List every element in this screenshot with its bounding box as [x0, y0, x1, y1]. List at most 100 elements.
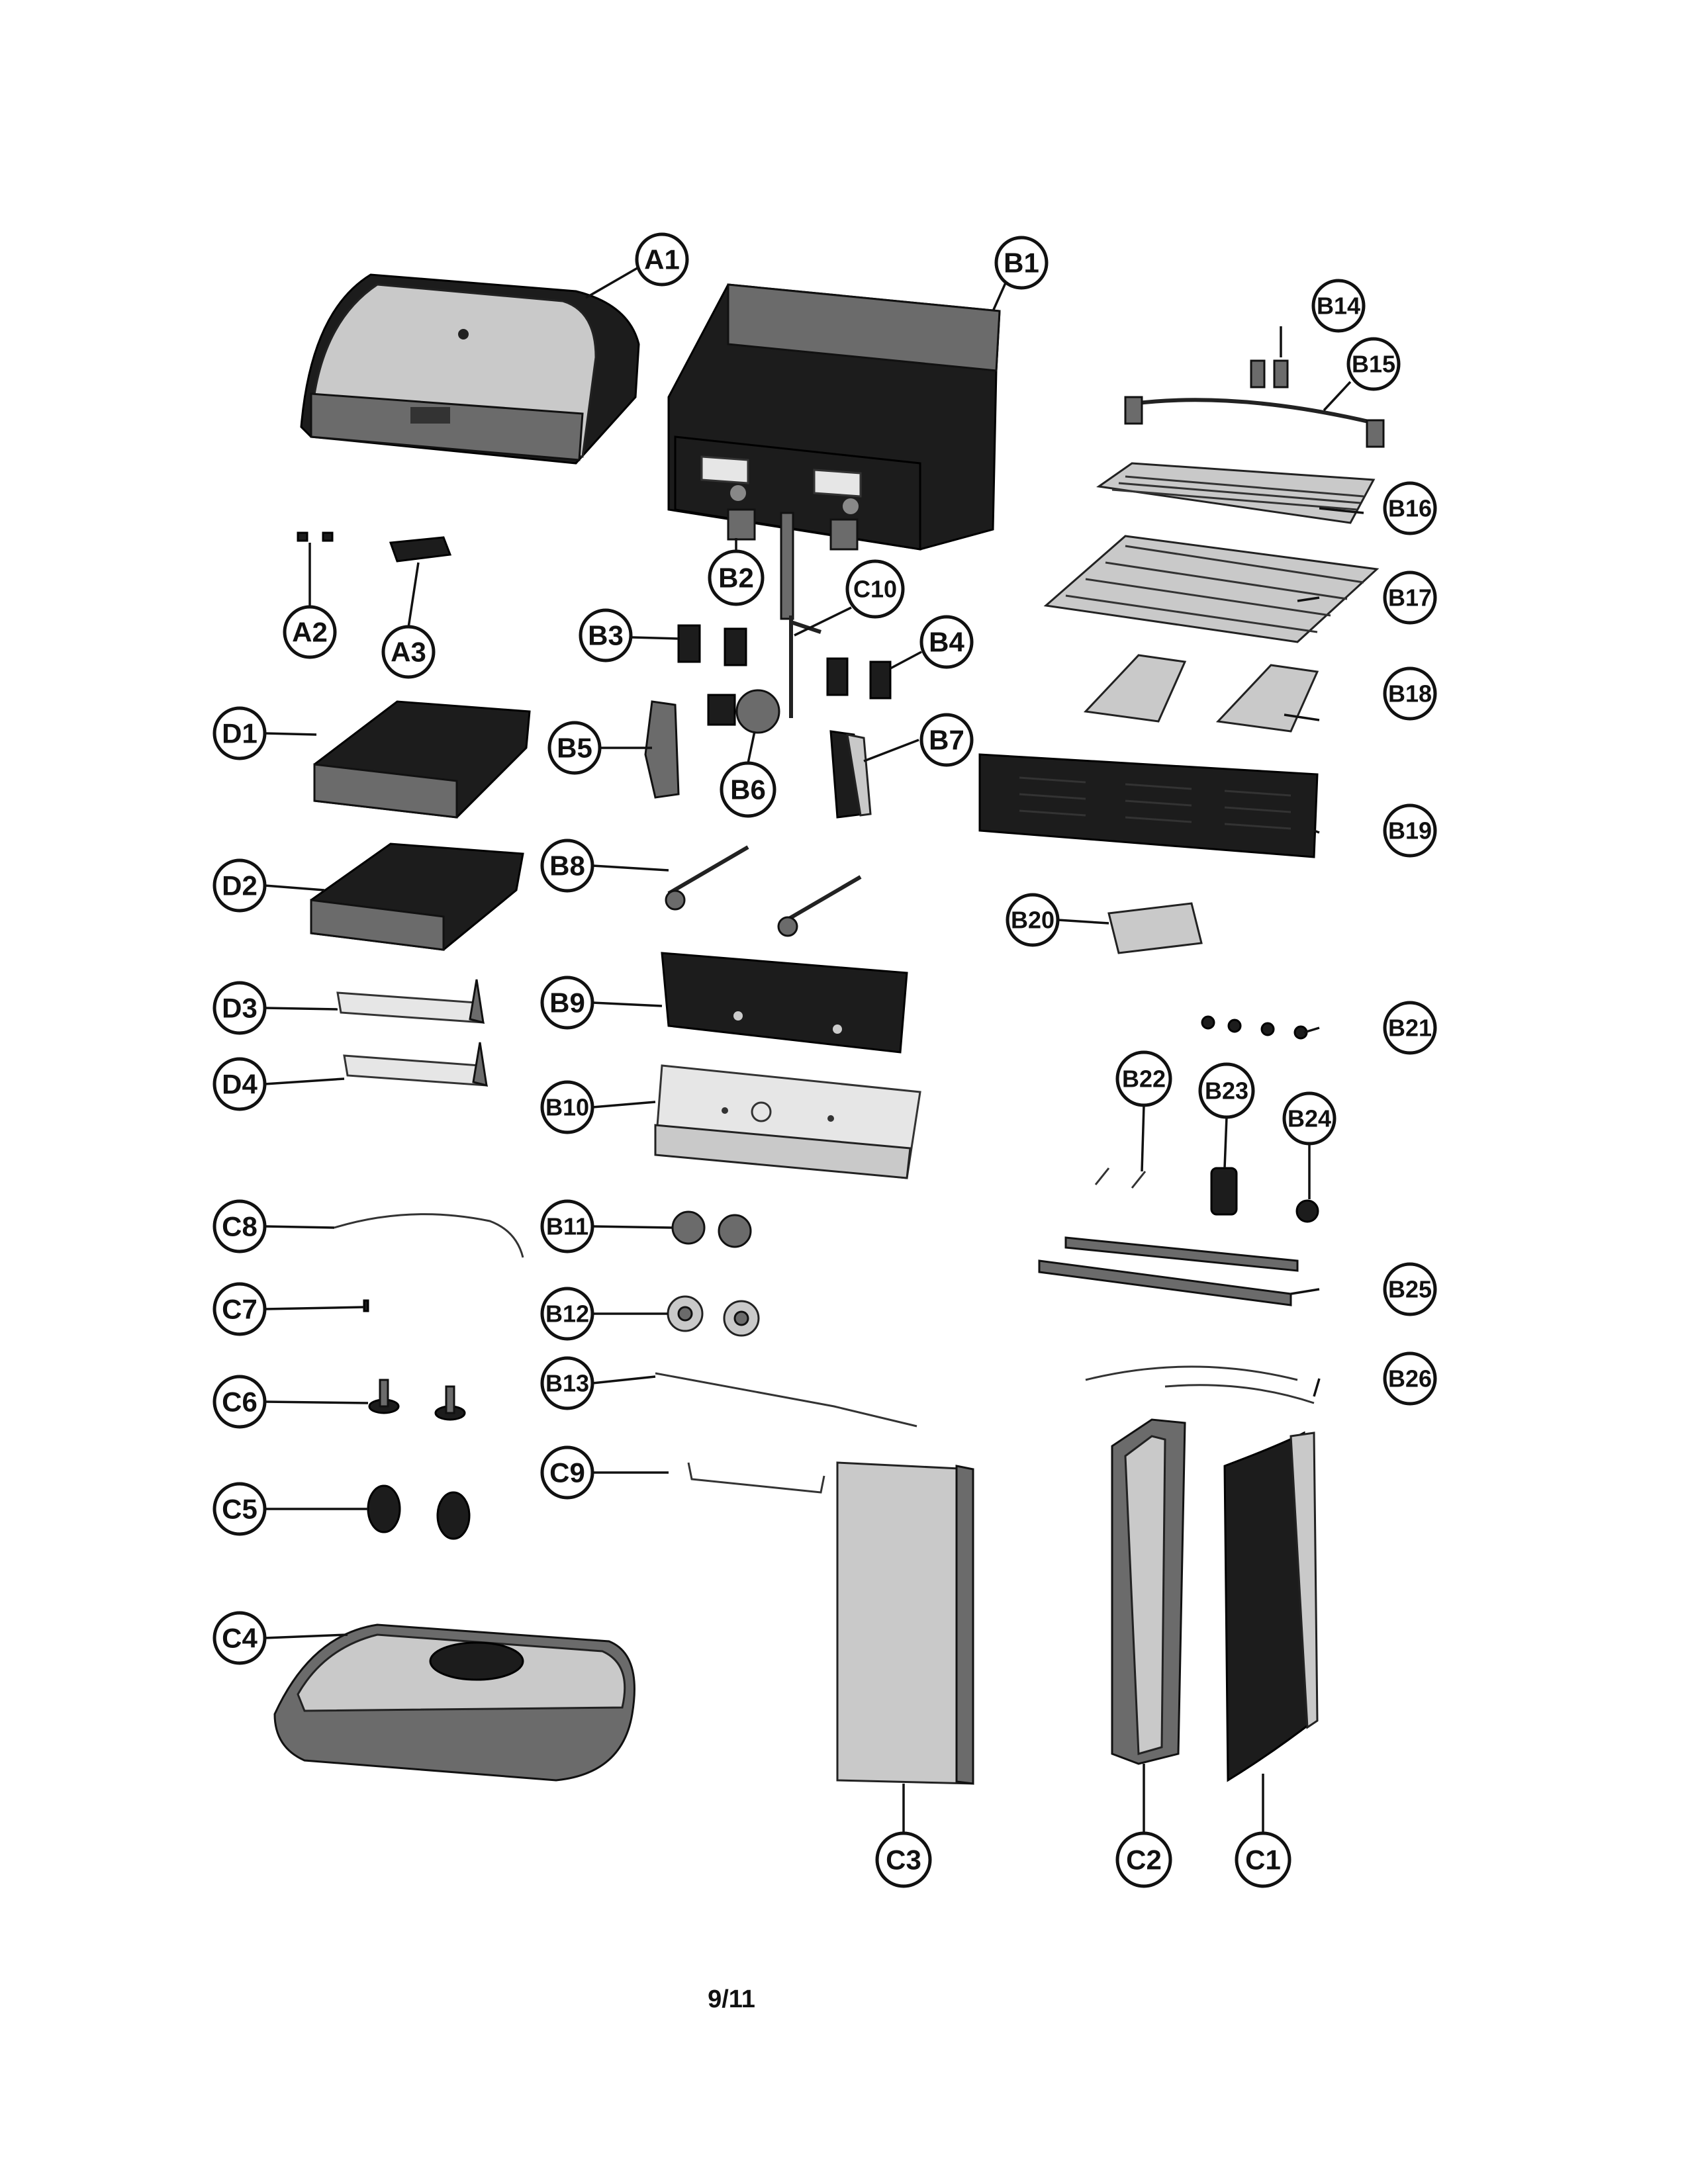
svg-text:B6: B6 [730, 774, 766, 805]
part-panel-c1 [1223, 1431, 1319, 1782]
part-chain-c8 [334, 1213, 524, 1258]
callout-b18: B18 [1383, 666, 1437, 721]
callout-b1: B1 [994, 236, 1049, 290]
svg-text:C6: C6 [222, 1387, 258, 1418]
svg-text:C9: C9 [549, 1457, 585, 1488]
svg-text:B14: B14 [1317, 293, 1360, 320]
callout-b23: B23 [1198, 1062, 1255, 1119]
svg-text:A2: A2 [292, 617, 328, 648]
svg-text:C3: C3 [886, 1844, 921, 1876]
callout-b17: B17 [1383, 570, 1437, 625]
callout-c2: C2 [1115, 1831, 1172, 1888]
svg-text:B9: B9 [549, 987, 585, 1019]
callout-b14: B14 [1311, 279, 1366, 333]
callout-c4: C4 [212, 1611, 267, 1665]
part-bumpers-b21 [1201, 1015, 1308, 1040]
callout-b19: B19 [1383, 803, 1437, 858]
part-grease-tray-b20 [1107, 902, 1203, 954]
callout-b9: B9 [540, 976, 594, 1030]
callout-b15: B15 [1346, 337, 1401, 391]
svg-text:C7: C7 [222, 1294, 258, 1325]
svg-text:B13: B13 [545, 1370, 589, 1397]
svg-text:A1: A1 [644, 244, 680, 275]
callout-b10: B10 [540, 1080, 594, 1134]
part-levelers-c6 [368, 1379, 466, 1421]
part-lid-a1 [300, 273, 640, 465]
svg-text:B3: B3 [588, 620, 624, 651]
part-bracket-b5 [644, 700, 680, 799]
svg-text:C2: C2 [1126, 1844, 1162, 1876]
part-control-panel-b10 [654, 1064, 921, 1179]
part-wheels-c5 [367, 1484, 471, 1540]
svg-text:B8: B8 [549, 850, 585, 882]
svg-text:B20: B20 [1011, 907, 1055, 934]
leader-lines [264, 262, 1364, 1833]
svg-text:C10: C10 [853, 576, 897, 603]
part-valve-b2 [727, 508, 859, 551]
svg-text:D3: D3 [222, 993, 258, 1024]
svg-text:B10: B10 [545, 1094, 589, 1121]
part-trim-d3 [336, 979, 485, 1024]
part-knobs-b11 [671, 1210, 752, 1248]
svg-text:B18: B18 [1388, 680, 1432, 707]
callout-c10: C10 [845, 559, 905, 619]
part-side-shelf-d2 [310, 842, 524, 951]
part-panel-b9 [661, 952, 908, 1054]
part-wire-b26 [1085, 1365, 1315, 1404]
part-burners-b8 [665, 845, 862, 937]
part-base-c4 [273, 1623, 635, 1782]
part-firebox-b1 [667, 283, 1001, 620]
callout-b11: B11 [540, 1199, 594, 1253]
callout-c9: C9 [540, 1445, 594, 1500]
svg-text:B11: B11 [546, 1213, 588, 1240]
part-screws-a2 [297, 531, 334, 542]
page-number: 9/11 [708, 1985, 755, 2013]
callout-a1: A1 [635, 232, 689, 287]
part-hose-c10 [789, 615, 821, 718]
svg-text:B23: B23 [1205, 1077, 1248, 1105]
callout-d2: D2 [212, 858, 267, 913]
svg-text:B17: B17 [1388, 584, 1432, 612]
part-bezels-b12 [667, 1295, 760, 1337]
part-igniter-b23 [1210, 1167, 1238, 1216]
part-flame-tamers-b18 [1083, 654, 1319, 733]
callout-c1: C1 [1235, 1831, 1291, 1888]
svg-text:B4: B4 [929, 627, 964, 658]
callout-d3: D3 [212, 981, 267, 1035]
part-bracket-b7 [829, 730, 872, 819]
svg-text:D2: D2 [222, 870, 258, 901]
part-warming-rack-b16 [1096, 462, 1376, 524]
svg-text:B24: B24 [1288, 1105, 1331, 1132]
callout-c7: C7 [212, 1282, 267, 1336]
callout-b13: B13 [540, 1356, 594, 1410]
part-handle-c9 [687, 1462, 825, 1494]
part-door-c3 [836, 1461, 974, 1785]
part-button-b24 [1295, 1199, 1319, 1223]
part-cooking-grate-b17 [1043, 535, 1380, 643]
callout-b25: B25 [1383, 1262, 1437, 1316]
callout-b6: B6 [720, 761, 776, 818]
callout-c3: C3 [875, 1831, 932, 1888]
part-side-shelf-d1 [313, 700, 531, 819]
part-pins-b22 [1094, 1167, 1147, 1189]
svg-text:B12: B12 [545, 1300, 589, 1328]
svg-text:B19: B19 [1388, 817, 1432, 844]
callout-b5: B5 [547, 721, 602, 775]
svg-text:B1: B1 [1004, 248, 1039, 279]
callout-b4: B4 [919, 615, 974, 669]
part-shields-b4 [826, 657, 892, 700]
part-regulator-b6 [707, 689, 780, 734]
svg-text:B7: B7 [929, 725, 964, 756]
svg-text:C8: C8 [222, 1211, 258, 1242]
part-badge-a3 [389, 536, 452, 563]
svg-text:C1: C1 [1245, 1844, 1281, 1876]
part-frame-c2 [1111, 1418, 1186, 1765]
callout-b12: B12 [540, 1287, 594, 1341]
callout-b7: B7 [919, 713, 974, 767]
callout-b26: B26 [1383, 1351, 1437, 1406]
callout-c6: C6 [212, 1375, 267, 1429]
part-clip-c7 [363, 1299, 369, 1312]
svg-text:B5: B5 [557, 733, 592, 764]
svg-text:B26: B26 [1388, 1365, 1432, 1392]
